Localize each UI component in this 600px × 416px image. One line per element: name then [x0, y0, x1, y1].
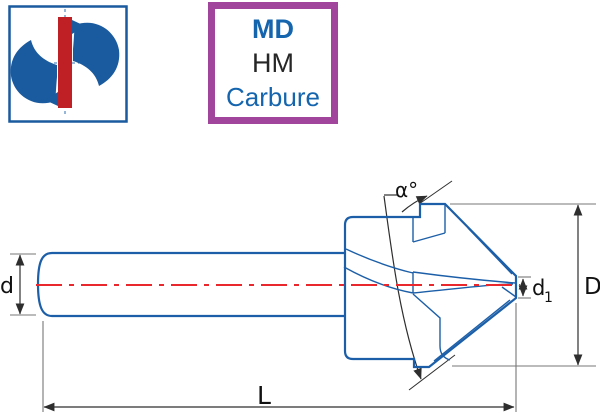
angle-tail-top	[418, 180, 453, 205]
label-point-angle: α°	[395, 178, 418, 202]
label-shank-diameter: d	[0, 274, 14, 299]
cutting-lip-upper	[412, 271, 516, 284]
angle-arc-upper	[401, 195, 428, 213]
angle-tail-bottom	[408, 354, 456, 391]
cone-top-inner-line	[467, 227, 513, 275]
flute-lower-curve	[343, 266, 414, 294]
label-tip-diameter: d	[532, 276, 545, 300]
countersink-cross-section-icon	[8, 5, 128, 123]
center-bar	[58, 17, 72, 108]
label-overall-length: L	[257, 381, 271, 410]
badge-line-md: MD	[252, 13, 294, 44]
blade-right-notch	[72, 20, 85, 34]
extension-lines	[10, 203, 596, 412]
label-tip-diameter-subscript: 1	[544, 290, 553, 306]
logo-box	[8, 5, 128, 123]
flute-lines	[343, 205, 517, 362]
label-head-diameter: D	[584, 274, 600, 300]
chisel-edge	[501, 286, 517, 298]
head-outline	[343, 202, 518, 369]
tool-body	[36, 202, 518, 369]
flute-face-top-link	[412, 232, 446, 243]
flute-upper-curve	[345, 248, 414, 274]
material-badge: MD HM Carbure	[208, 2, 338, 124]
blade-right	[73, 22, 120, 86]
badge-line-carbure: Carbure	[226, 82, 320, 113]
blade-left	[10, 40, 57, 104]
flute-face-bottom-edge	[412, 293, 451, 361]
badge-line-hm: HM	[252, 47, 294, 78]
dimension-lines	[15, 204, 583, 412]
blade-left-notch	[45, 92, 58, 106]
cone-bottom-inner-line	[433, 299, 511, 362]
